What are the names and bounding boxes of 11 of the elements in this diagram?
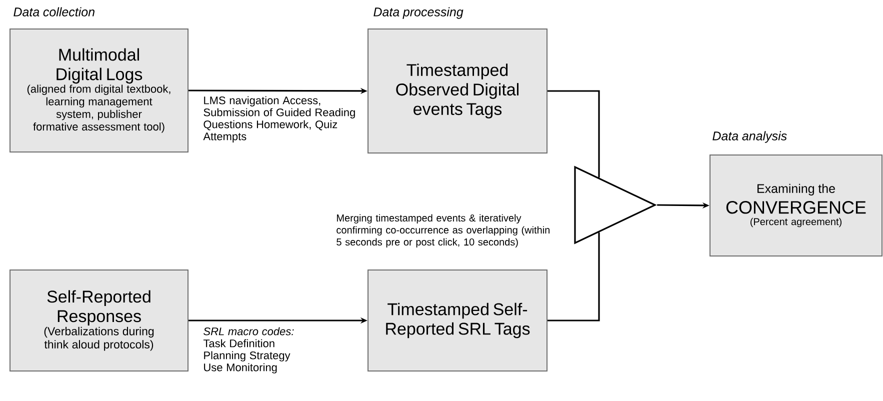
edge-label: SRL macro codes: Task Definition Planning Strategy Use Monitoring	[203, 327, 294, 374]
process-box: Examining the CONVERGENCE (Percent agreement)	[710, 154, 882, 256]
stage-heading: Data analysis	[712, 131, 787, 143]
stage-heading: Data collection	[14, 7, 94, 16]
edge-label: LMS navigation Access, Submission of Guided Reading Questions Homework, Quiz Attempts	[203, 96, 355, 142]
process-box: Timestamped Self-Reported SRL Tags	[368, 270, 548, 372]
stage-heading: Data processing	[374, 7, 464, 19]
process-box: Timestamped Observed Digital events Tags	[368, 28, 548, 154]
process-box: Multimodal Digital Logs (aligned from digital textbook, learning management system, publisher formative assessment tool)	[10, 28, 188, 152]
note-text: Merging timestamped events & iteratively confirming co-occurrence as overlapping (within 5 seconds pre or post click, 10 seconds)	[336, 214, 550, 248]
process-box: Self-Reported Responses (Verbalizations during think aloud protocols)	[10, 270, 188, 372]
